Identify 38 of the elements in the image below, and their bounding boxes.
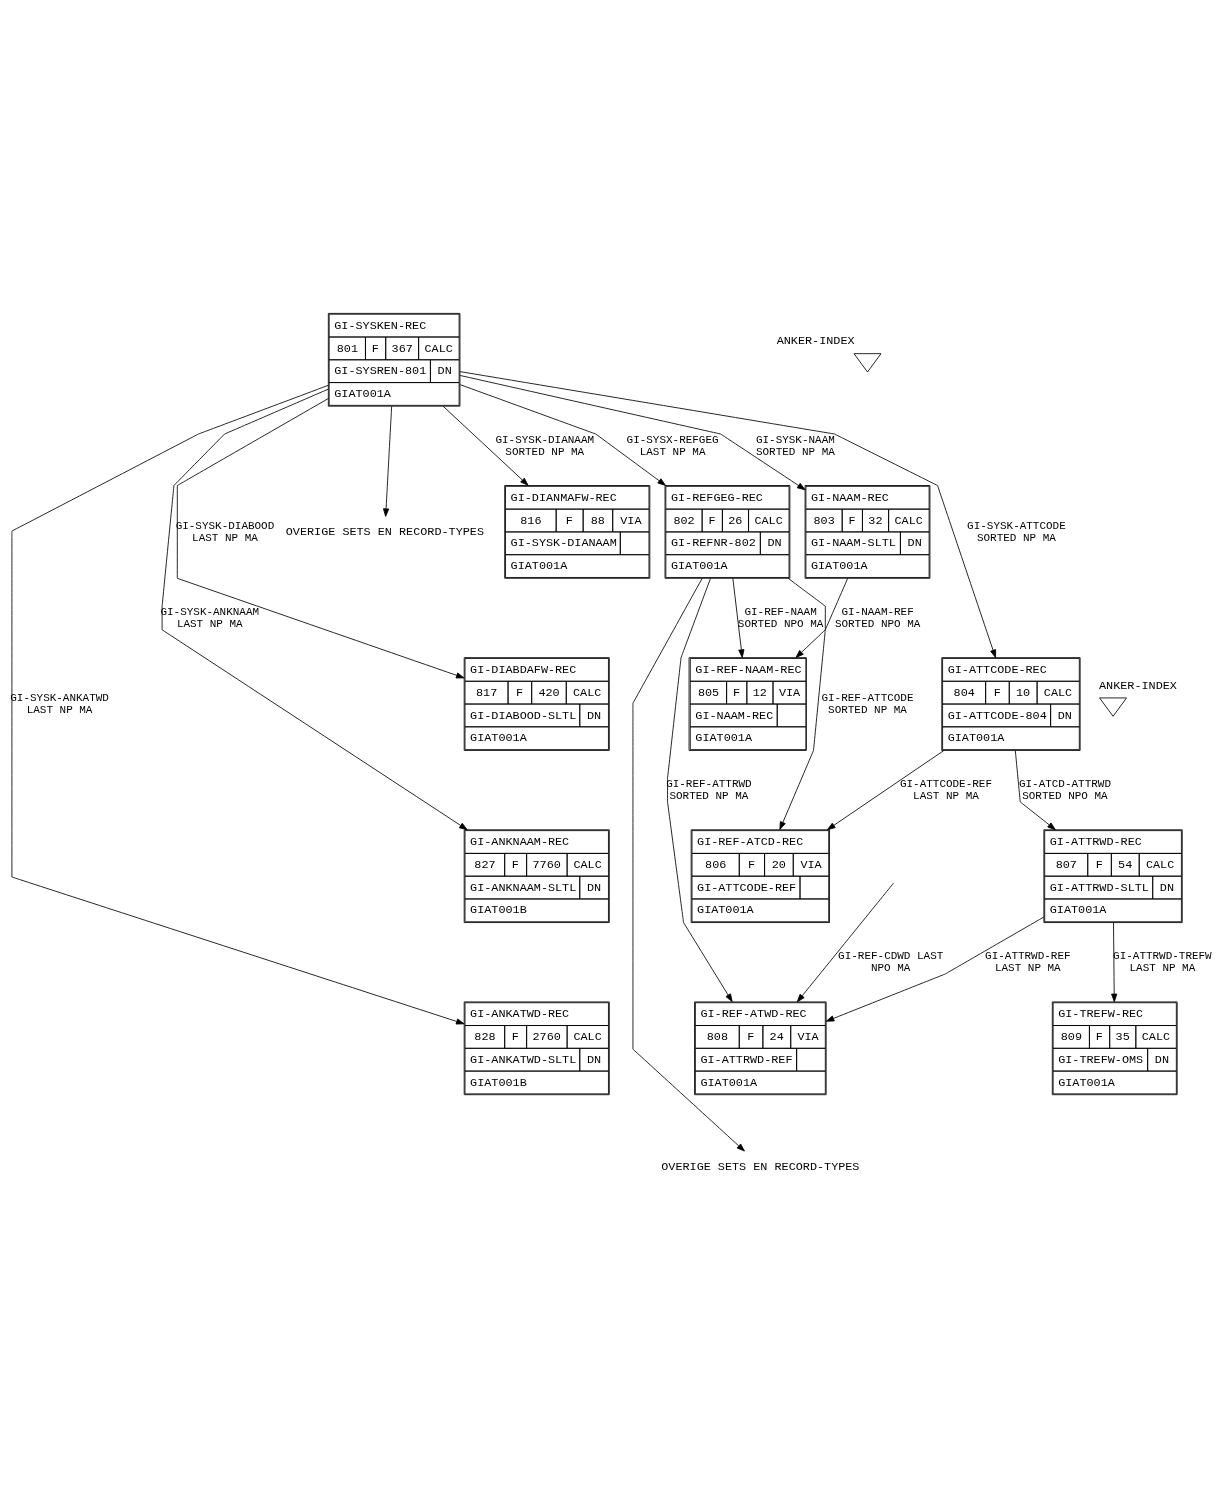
arrow xyxy=(779,577,826,830)
arrow xyxy=(161,388,468,830)
edge-label: GI-SYSK-NAAM SORTED NP MA xyxy=(755,433,835,458)
arrow xyxy=(459,383,666,486)
node-text: OVERIGE SETS EN RECORD-TYPES xyxy=(661,1159,860,1174)
arrow xyxy=(383,405,393,517)
arrow xyxy=(827,749,945,830)
edge-label: GI-ATTCODE-REF LAST NP MA xyxy=(899,777,992,802)
arrow xyxy=(459,374,806,490)
edge-label: GI-ATCD-ATTRWD SORTED NPO MA xyxy=(1018,777,1111,802)
edge-label: GI-ATTRWD-TREFW LAST NP MA xyxy=(1113,949,1212,974)
edge-label: GI-REF-ATTCODE SORTED NP MA xyxy=(821,691,914,716)
node-label: ANKER-INDEX xyxy=(1099,678,1177,693)
arrow xyxy=(1014,749,1056,830)
edge-label: GI-SYSX-REFGEG LAST NP MA xyxy=(626,433,719,458)
node-label: ANKER-INDEX xyxy=(776,333,855,348)
arrow xyxy=(632,577,745,1151)
arrow xyxy=(795,577,849,658)
edge-label: GI-REF-CDWD LAST NPO MA xyxy=(838,949,944,974)
arrow xyxy=(176,397,465,678)
arrow xyxy=(796,882,895,1002)
edge-label: GI-SYSK-ATTCODE SORTED NP MA xyxy=(967,519,1066,544)
edge-label: GI-SYSK-ANKATWD LAST NP MA xyxy=(10,691,109,716)
node-triangle xyxy=(1099,697,1127,717)
edge-label: GI-NAAM-REF SORTED NPO MA xyxy=(834,605,921,630)
arrow xyxy=(1111,921,1118,1002)
node-triangle xyxy=(853,352,882,372)
arrow xyxy=(459,370,997,658)
edge-label: GI-REF-NAAM SORTED NPO MA xyxy=(737,605,824,630)
arrow xyxy=(825,916,1045,1022)
arrow xyxy=(11,384,465,1024)
node-text: OVERIGE SETS EN RECORD-TYPES xyxy=(285,524,484,539)
arrow xyxy=(732,577,745,658)
arrow xyxy=(442,405,529,486)
edge-label: GI-SYSK-ANKNAAM LAST NP MA xyxy=(160,605,260,630)
arrow xyxy=(667,577,733,1002)
edge-label: GI-SYSK-DIANAAM SORTED NP MA xyxy=(495,433,595,458)
edge-label: GI-ATTRWD-REF LAST NP MA xyxy=(985,949,1071,974)
